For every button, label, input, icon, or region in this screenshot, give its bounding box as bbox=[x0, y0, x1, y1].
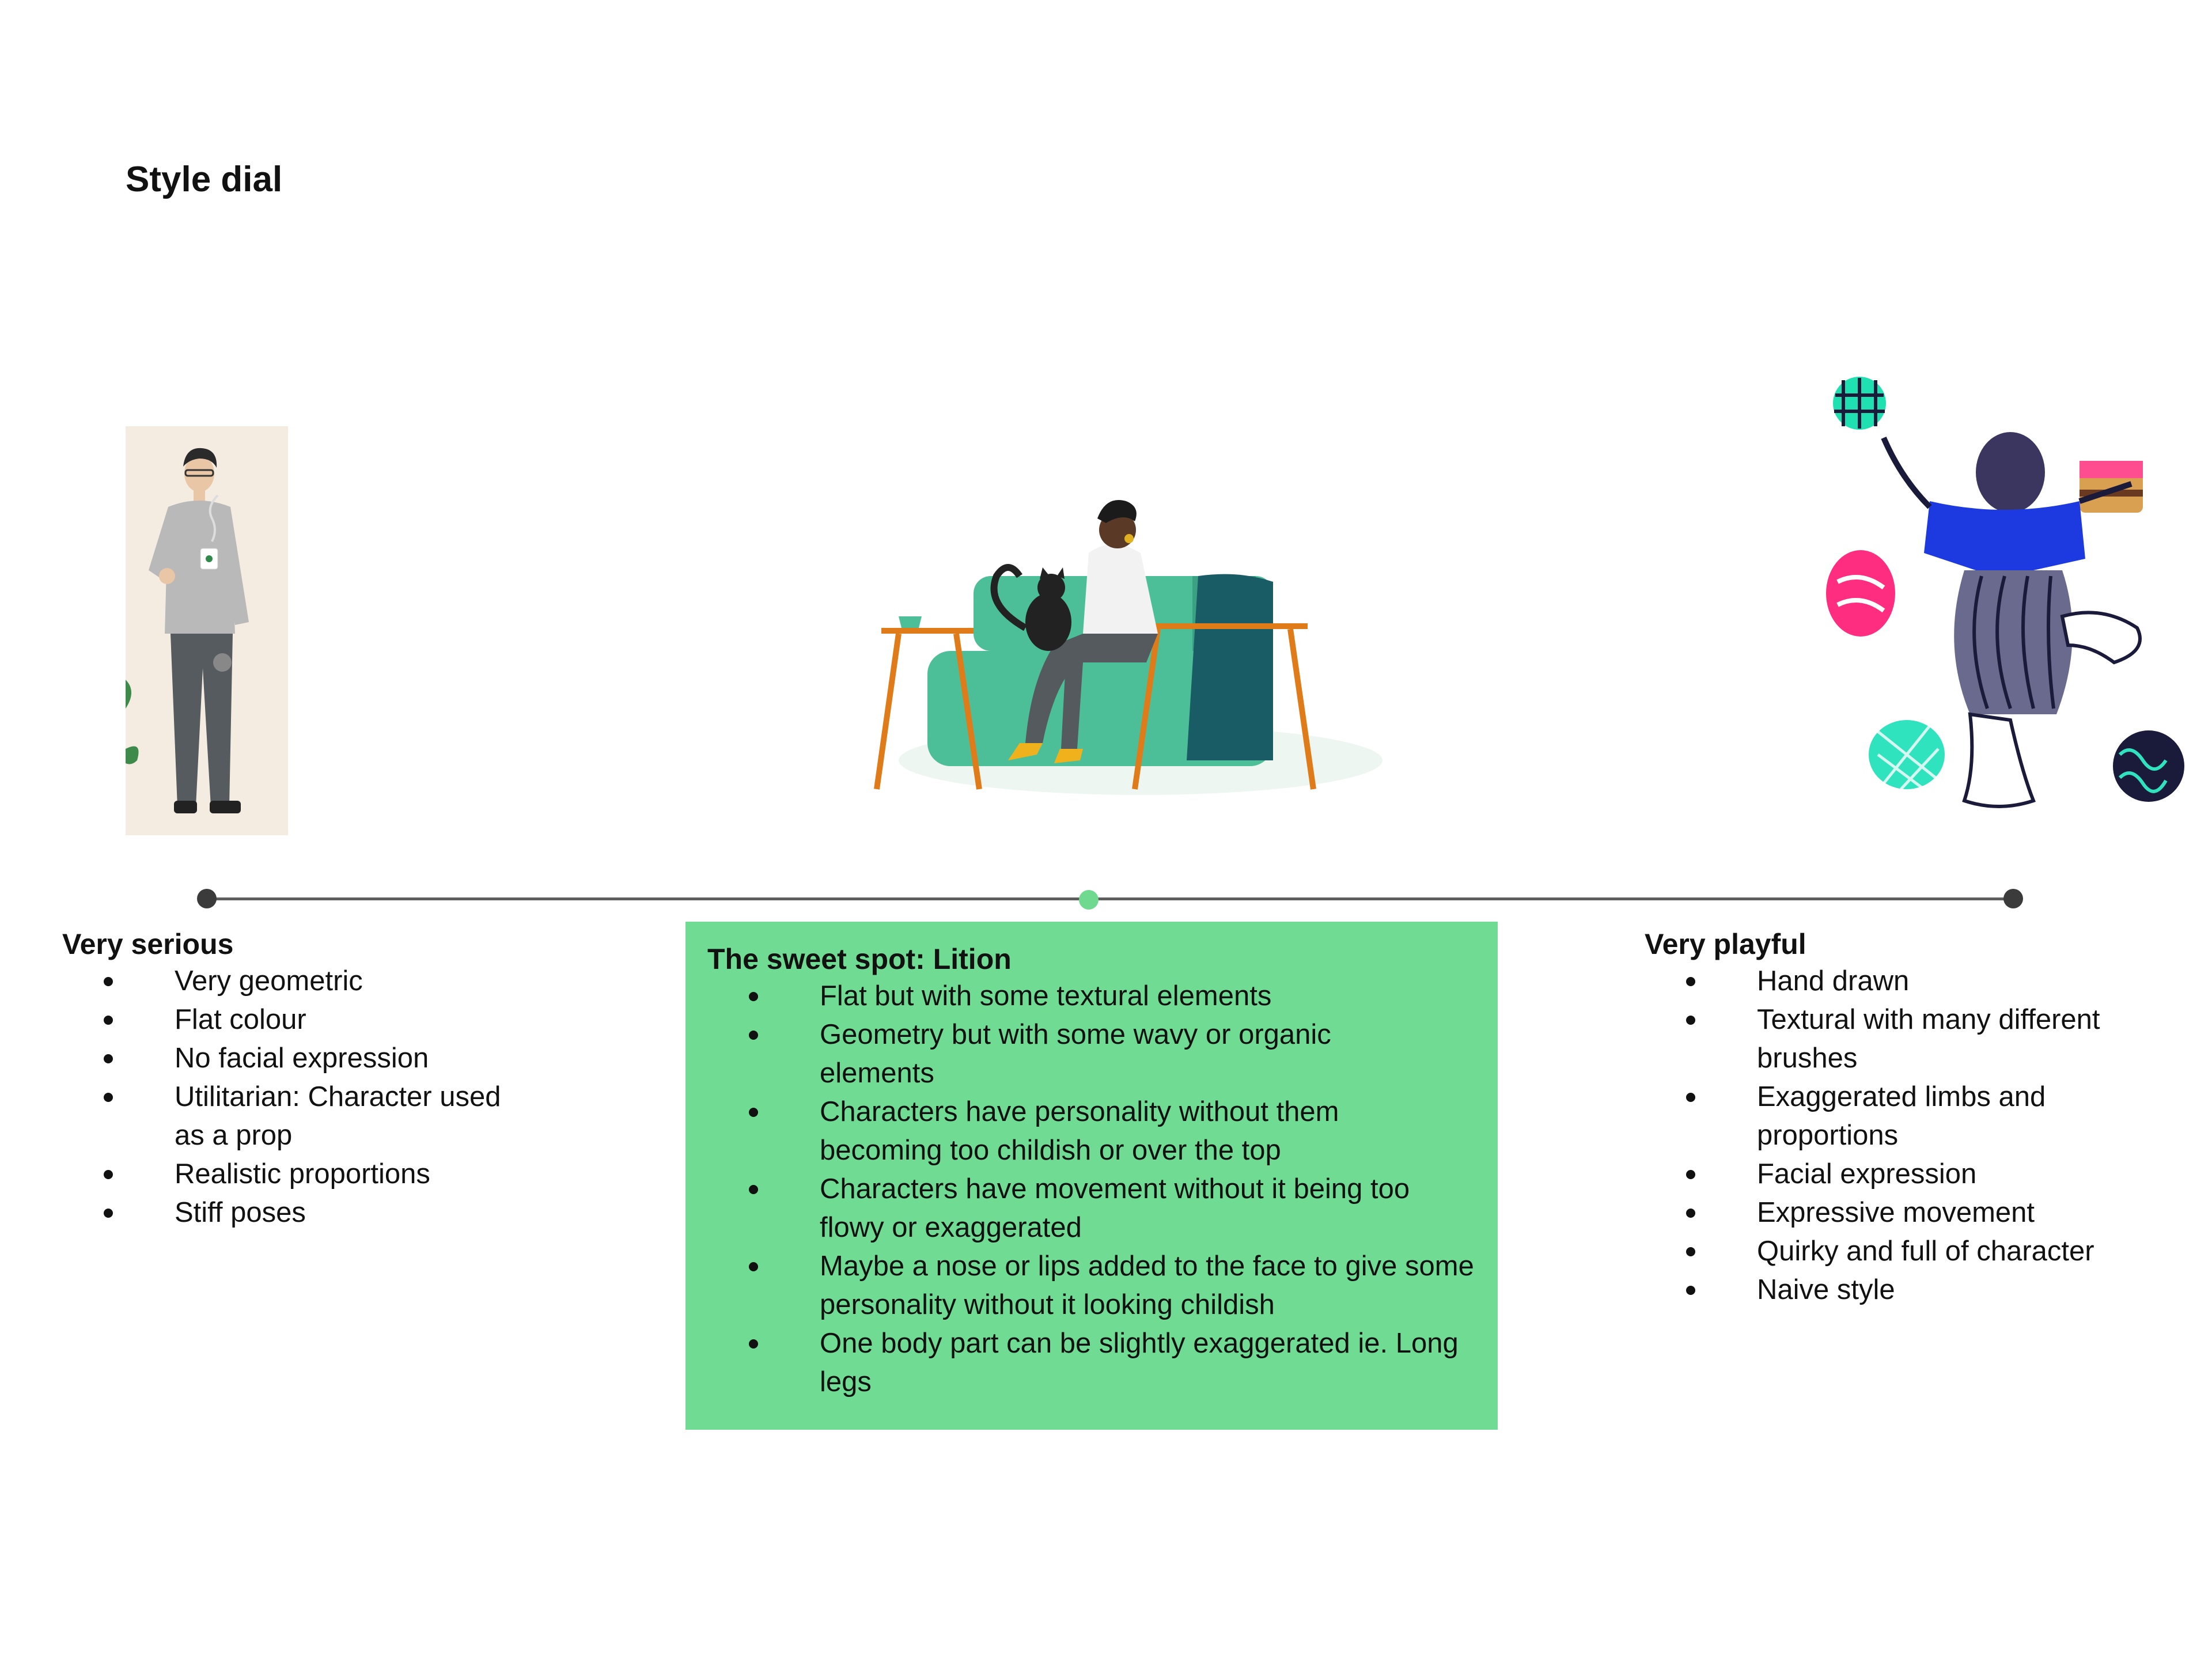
list-item: Hand drawn bbox=[1645, 962, 2198, 1001]
sweet-spot-panel: The sweet spot: Lition Flat but with som… bbox=[685, 922, 1498, 1430]
playful-character-illustration bbox=[1815, 374, 2206, 858]
list-item: Stiff poses bbox=[62, 1194, 592, 1232]
sweet-spot-list: Flat but with some textural elements Geo… bbox=[707, 977, 1479, 1402]
sweet-spot-character-illustration bbox=[835, 490, 1400, 812]
list-item: Facial expression bbox=[1645, 1155, 2198, 1194]
serious-column: Very serious Very geometric Flat colour … bbox=[62, 927, 615, 1232]
list-item: Textural with many different brushes bbox=[1645, 1001, 2195, 1078]
list-item: One body part can be slightly exaggerate… bbox=[707, 1324, 1476, 1402]
list-item: Geometry but with some wavy or organic e… bbox=[707, 1016, 1361, 1093]
list-item: Exaggerated limbs and proportions bbox=[1645, 1078, 2126, 1155]
dial-marker-sweet-spot bbox=[1079, 890, 1099, 910]
list-item: Characters have personality without them… bbox=[707, 1093, 1436, 1170]
page-title: Style dial bbox=[126, 160, 283, 199]
list-item: Flat but with some textural elements bbox=[707, 977, 1479, 1016]
list-item: Expressive movement bbox=[1645, 1194, 2198, 1232]
list-item: Maybe a nose or lips added to the face t… bbox=[707, 1247, 1476, 1324]
dial-marker-serious bbox=[197, 889, 217, 908]
list-item: Utilitarian: Character used as a prop bbox=[62, 1078, 520, 1155]
list-item: Very geometric bbox=[62, 962, 592, 1001]
list-item: Realistic proportions bbox=[62, 1155, 592, 1194]
serious-character-illustration bbox=[126, 426, 288, 835]
list-item: Quirky and full of character bbox=[1645, 1232, 2198, 1271]
list-item: Naive style bbox=[1645, 1271, 2198, 1309]
list-item: No facial expression bbox=[62, 1039, 592, 1078]
list-item: Flat colour bbox=[62, 1001, 592, 1039]
list-item: Characters have movement without it bein… bbox=[707, 1170, 1465, 1247]
playful-list: Hand drawn Textural with many different … bbox=[1645, 962, 2198, 1309]
serious-list: Very geometric Flat colour No facial exp… bbox=[62, 962, 592, 1232]
playful-column: Very playful Hand drawn Textural with ma… bbox=[1645, 927, 2198, 1309]
dial-marker-playful bbox=[2003, 889, 2023, 908]
style-dial-line bbox=[207, 897, 2016, 900]
sweet-spot-heading: The sweet spot: Lition bbox=[707, 943, 1012, 975]
playful-heading: Very playful bbox=[1645, 928, 1806, 960]
serious-heading: Very serious bbox=[62, 928, 234, 960]
